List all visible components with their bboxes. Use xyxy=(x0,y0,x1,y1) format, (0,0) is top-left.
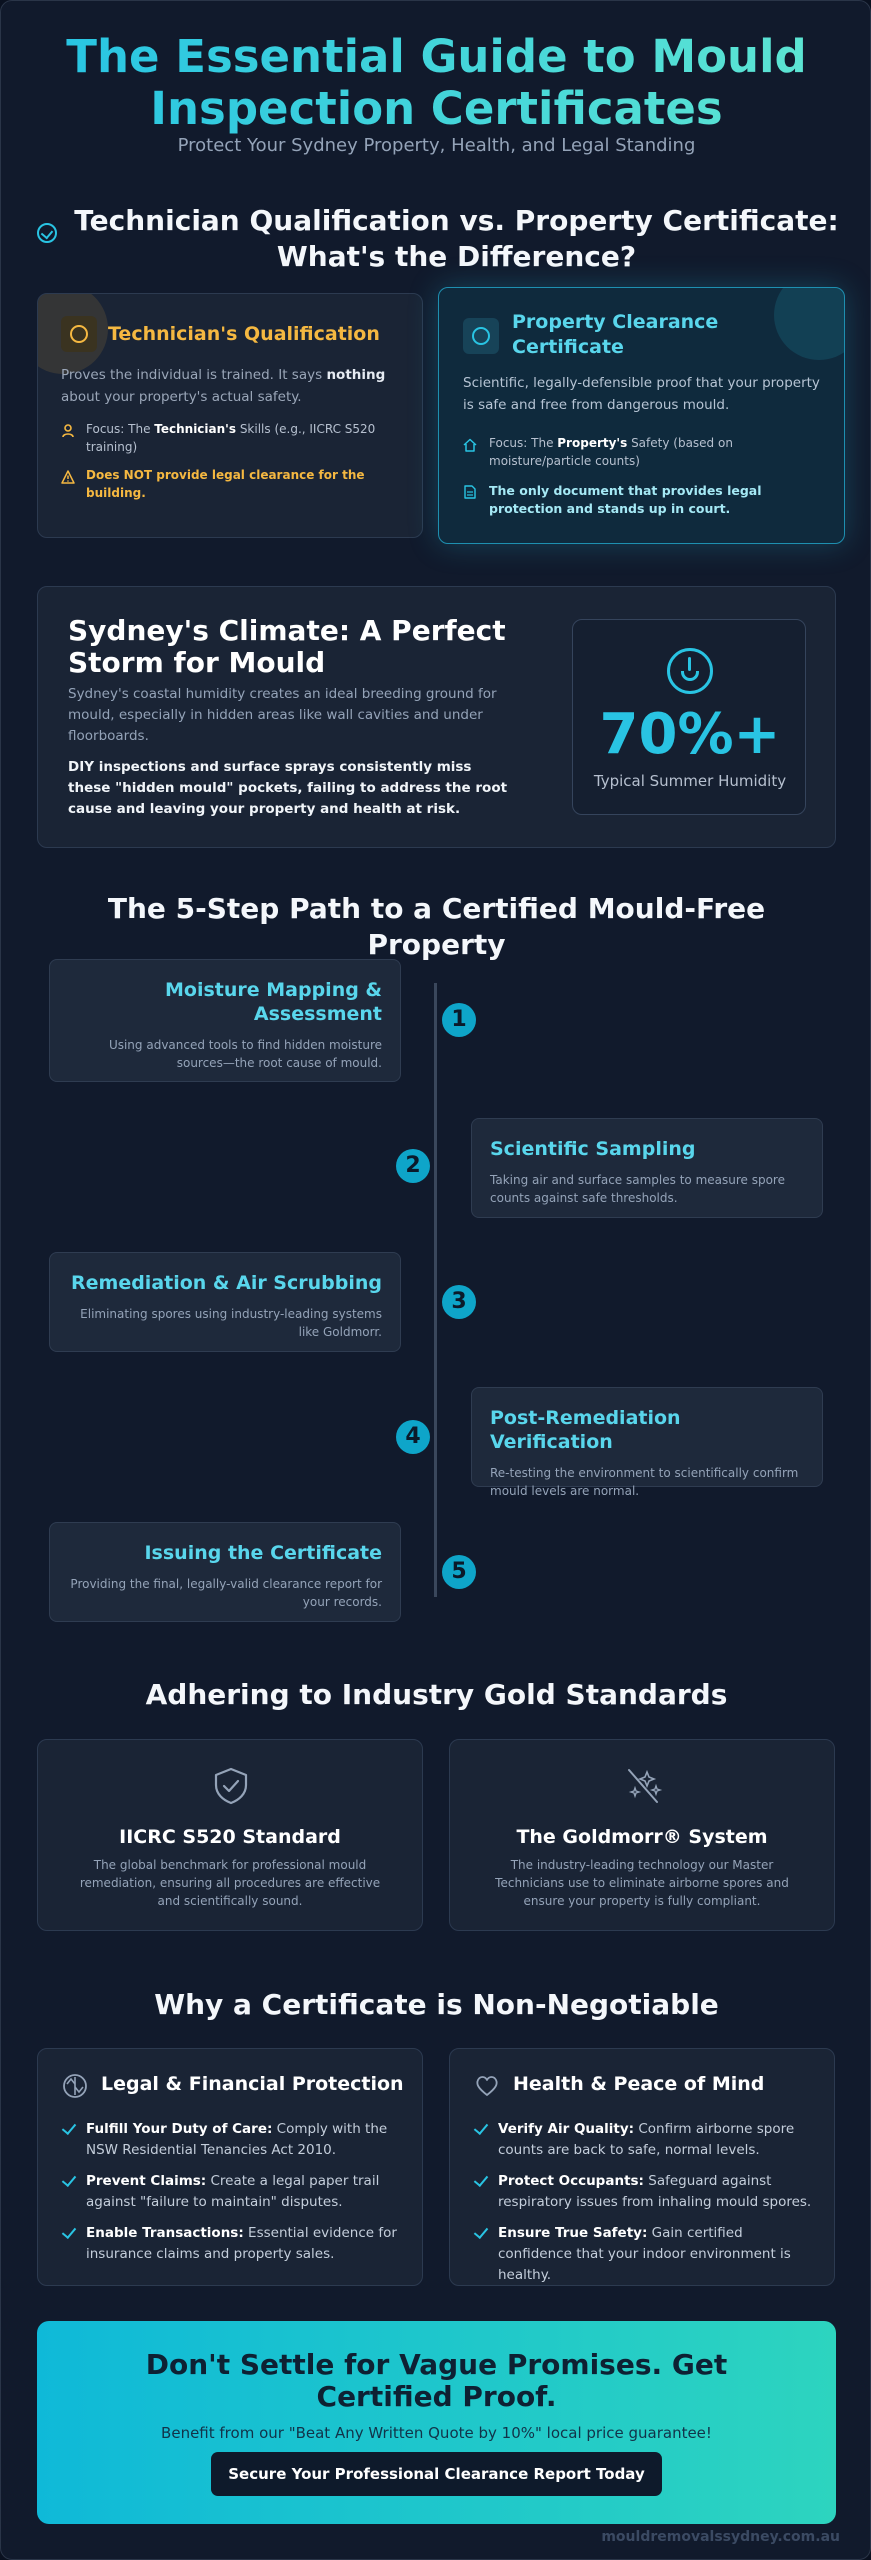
timeline-line xyxy=(434,983,437,1597)
legal-card: Legal & Financial Protection Fulfill You… xyxy=(37,2048,423,2286)
check-icon xyxy=(473,2171,489,2188)
standard-desc: The industry-leading technology our Mast… xyxy=(495,1858,789,1908)
warning-icon xyxy=(61,470,75,484)
step-desc: Providing the final, legally-valid clear… xyxy=(70,1577,382,1609)
step-title: Post-Remediation Verification xyxy=(490,1407,681,1453)
hero-subtitle: Protect Your Sydney Property, Health, an… xyxy=(177,135,696,156)
health-item: Protect Occupants: Safeguard against res… xyxy=(498,2173,812,2210)
step-number: 4 xyxy=(396,1420,430,1454)
step-number: 2 xyxy=(396,1149,430,1183)
standard-card: IICRC S520 Standard The global benchmark… xyxy=(37,1739,423,1931)
comparison-title: Technician Qualification vs. Property Ce… xyxy=(74,204,839,273)
heart-icon xyxy=(476,2076,498,2096)
check-icon xyxy=(61,2223,77,2240)
step-card: Issuing the Certificate Providing the fi… xyxy=(49,1522,401,1622)
check-icon xyxy=(473,2119,489,2136)
secure-report-button[interactable]: Secure Your Professional Clearance Repor… xyxy=(211,2452,662,2496)
footer-domain: mouldremovalssydney.com.au xyxy=(601,2529,840,2545)
property-card: Property Clearance Certificate Scientifi… xyxy=(438,287,845,544)
step-number: 3 xyxy=(442,1285,476,1319)
standard-desc: The global benchmark for professional mo… xyxy=(79,1858,381,1908)
step-desc: Using advanced tools to find hidden mois… xyxy=(108,1038,382,1070)
property-desc: Scientific, legally-defensible proof tha… xyxy=(463,375,820,413)
scale-icon xyxy=(63,2074,87,2098)
check-icon xyxy=(473,2223,489,2240)
step-title: Remediation & Air Scrubbing xyxy=(71,1272,382,1294)
step-card: Moisture Mapping & Assessment Using adva… xyxy=(49,959,401,1082)
legal-item: Fulfill Your Duty of Care: Comply with t… xyxy=(86,2121,388,2158)
hero-title: The Essential Guide to Mould Inspection … xyxy=(41,31,832,135)
health-item: Ensure True Safety: Gain certified confi… xyxy=(498,2225,791,2283)
health-item: Verify Air Quality: Confirm airborne spo… xyxy=(498,2121,795,2158)
standards-title: Adhering to Industry Gold Standards xyxy=(145,1678,728,1711)
standard-title: IICRC S520 Standard xyxy=(119,1826,341,1848)
humidity-label: Typical Summer Humidity xyxy=(593,772,787,790)
cta-subtitle: Benefit from our "Beat Any Written Quote… xyxy=(161,2424,712,2442)
step-card: Post-Remediation Verification Re-testing… xyxy=(471,1387,823,1498)
standard-title: The Goldmorr® System xyxy=(516,1826,768,1848)
step-title: Moisture Mapping & Assessment xyxy=(164,979,382,1025)
why-title: Why a Certificate is Non-Negotiable xyxy=(154,1988,719,2021)
technician-focus: Focus: The Technician's Skills (e.g., II… xyxy=(86,422,376,454)
gauge-icon xyxy=(667,648,713,694)
technician-warning: Does NOT provide legal clearance for the… xyxy=(86,468,365,500)
technician-title: Technician's Qualification xyxy=(108,323,380,345)
health-card: Health & Peace of Mind Verify Air Qualit… xyxy=(449,2048,835,2286)
cta-banner: Don't Settle for Vague Promises. Get Cer… xyxy=(37,2321,836,2524)
step-card: Scientific Sampling Taking air and surfa… xyxy=(471,1118,823,1218)
property-highlight: The only document that provides legal pr… xyxy=(489,483,762,516)
check-circle-icon xyxy=(37,223,57,243)
climate-warning: DIY inspections and surface sprays consi… xyxy=(68,759,508,817)
target-icon xyxy=(61,316,97,352)
step-card: Remediation & Air Scrubbing Eliminating … xyxy=(49,1252,401,1352)
climate-desc: Sydney's coastal humidity creates an ide… xyxy=(68,686,497,744)
climate-title: Sydney's Climate: A Perfect Storm for Mo… xyxy=(68,614,506,679)
technician-card: Technician's Qualification Proves the in… xyxy=(37,293,423,538)
step-number: 1 xyxy=(442,1003,476,1037)
climate-card: Sydney's Climate: A Perfect Storm for Mo… xyxy=(37,586,836,848)
user-icon xyxy=(62,424,74,438)
home-icon xyxy=(463,438,477,452)
cta-title: Don't Settle for Vague Promises. Get Cer… xyxy=(145,2348,728,2413)
legal-item: Enable Transactions: Essential evidence … xyxy=(86,2225,397,2262)
step-desc: Taking air and surface samples to measur… xyxy=(490,1173,785,1205)
legal-item: Prevent Claims: Create a legal paper tra… xyxy=(86,2173,380,2210)
document-icon xyxy=(464,485,476,499)
steps-title: The 5-Step Path to a Certified Mould-Fre… xyxy=(107,892,766,961)
step-title: Issuing the Certificate xyxy=(144,1542,382,1564)
property-title: Property Clearance Certificate xyxy=(512,311,719,358)
humidity-stat: 70%+ Typical Summer Humidity xyxy=(572,619,806,815)
health-title: Health & Peace of Mind xyxy=(513,2073,765,2095)
check-icon xyxy=(61,2119,77,2136)
card-decoration xyxy=(774,288,844,360)
sparkles-icon xyxy=(628,1769,663,1803)
legal-title: Legal & Financial Protection xyxy=(101,2073,404,2095)
step-desc: Eliminating spores using industry-leadin… xyxy=(80,1307,382,1339)
check-icon xyxy=(61,2171,77,2188)
shield-check-icon xyxy=(214,1767,248,1805)
step-title: Scientific Sampling xyxy=(490,1138,696,1160)
step-desc: Re-testing the environment to scientific… xyxy=(490,1466,799,1498)
technician-desc: Proves the individual is trained. It say… xyxy=(61,367,386,405)
property-focus: Focus: The Property's Safety (based on m… xyxy=(489,436,733,468)
standard-card: The Goldmorr® System The industry-leadin… xyxy=(449,1739,835,1931)
step-number: 5 xyxy=(442,1555,476,1589)
check-circle-icon xyxy=(463,318,499,354)
humidity-value: 70%+ xyxy=(599,702,781,767)
